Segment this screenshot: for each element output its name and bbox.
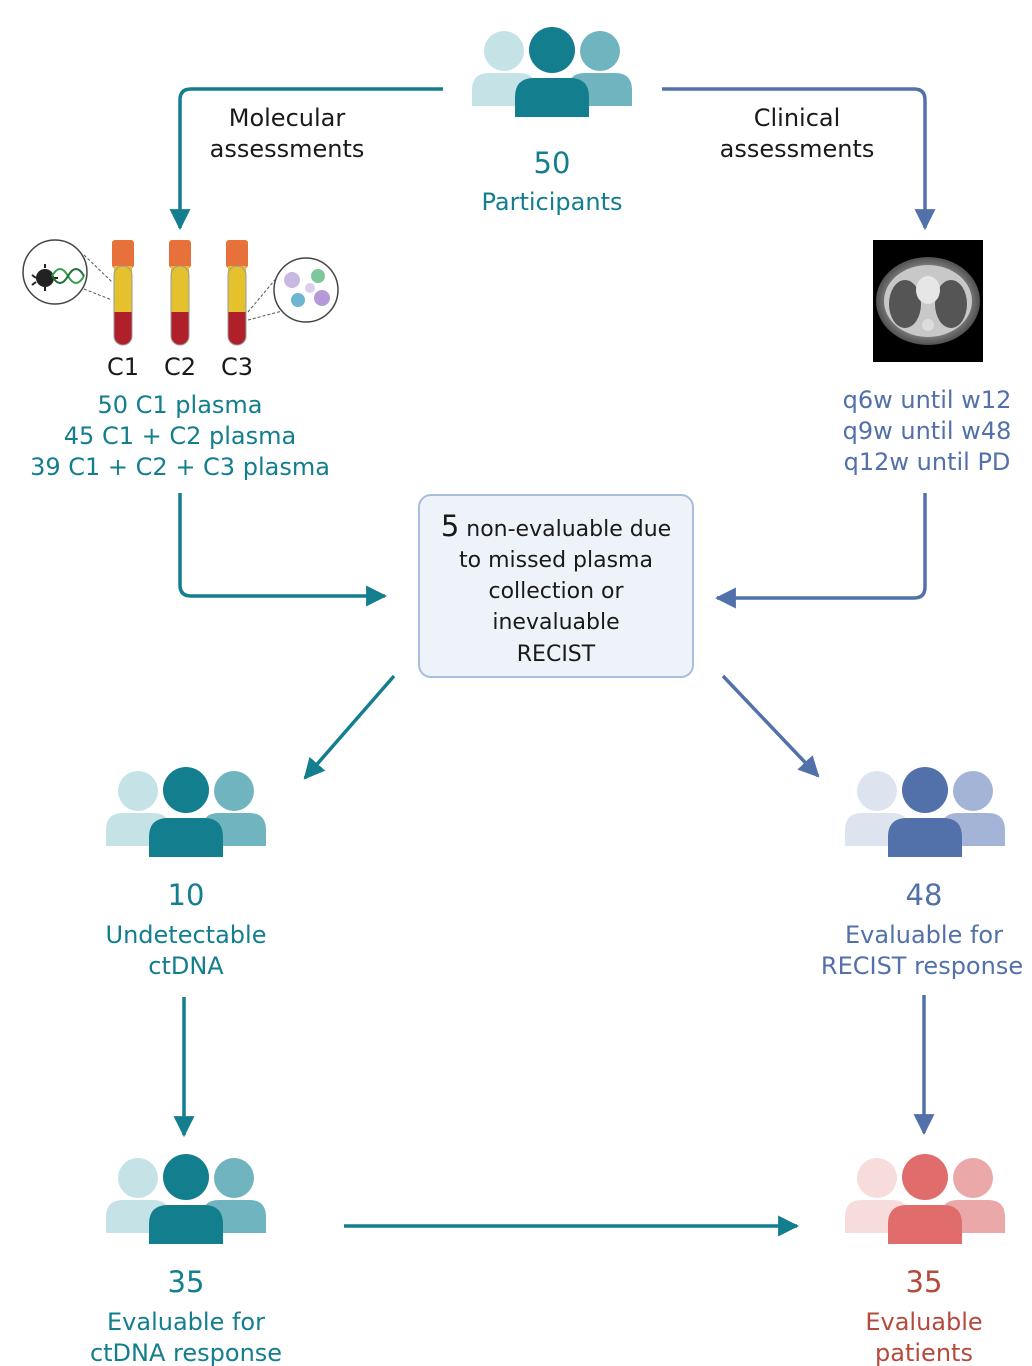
connector-plasma-to-box: [178, 493, 388, 607]
ctdna-line-1: Evaluable for: [107, 1308, 265, 1336]
box-line-1: non-evaluable due: [466, 517, 671, 542]
plasma-line-3: 39 C1 + C2 + C3 plasma: [30, 453, 330, 481]
evaluable-patients-count: 35: [906, 1265, 943, 1299]
undetectable-line-2: ctDNA: [148, 952, 224, 980]
recist-line-1: Evaluable for: [845, 921, 1003, 949]
box-line-4: inevaluable: [492, 610, 619, 635]
plasma-line-2: 45 C1 + C2 plasma: [64, 422, 296, 450]
people-group-icon-top: [472, 27, 632, 117]
participants-count: 50: [534, 146, 571, 180]
clinical-label-line2: assessments: [720, 135, 875, 163]
undetectable-count: 10: [168, 878, 205, 912]
ct-scan-icon: [873, 240, 983, 362]
imaging-line-3: q12w until PD: [844, 448, 1011, 476]
ctdna-count: 35: [168, 1265, 205, 1299]
recist-count: 48: [906, 878, 943, 912]
connector-clinical: [662, 87, 936, 231]
box-line-1-gap: [459, 517, 466, 542]
clinical-label-line1: Clinical: [754, 104, 841, 132]
imaging-line-2: q9w until w48: [843, 417, 1012, 445]
dna-magnifier-icon: [22, 239, 113, 305]
connector-imaging-to-box: [714, 493, 927, 609]
people-group-icon-ctdna: [106, 1154, 266, 1244]
tube-label-c2: C2: [164, 353, 196, 381]
molecular-label-line1: Molecular: [229, 104, 346, 132]
cells-magnifier-icon: [247, 257, 339, 323]
non-evaluable-box: [418, 494, 694, 678]
connector-box-to-left: [303, 674, 396, 780]
evaluable-patients-line-1: Evaluable: [865, 1308, 982, 1336]
tube-c2-icon: [169, 240, 191, 346]
people-group-icon-recist: [845, 767, 1005, 857]
box-line-5: RECIST: [517, 642, 596, 667]
recist-line-2: RECIST response: [821, 952, 1023, 980]
connector-box-to-right: [721, 674, 820, 778]
people-group-icon-evaluable: [845, 1154, 1005, 1244]
box-first-line: 5 non-evaluable due: [441, 509, 671, 543]
plasma-line-1: 50 C1 plasma: [97, 391, 262, 419]
box-line-3: collection or: [488, 579, 624, 604]
molecular-label-line2: assessments: [210, 135, 365, 163]
box-count: 5: [441, 509, 459, 543]
box-line-2: to missed plasma: [459, 548, 653, 573]
evaluable-patients-line-2: patients: [875, 1339, 973, 1366]
people-group-icon-undetectable: [106, 767, 266, 857]
tube-c1-icon: [112, 240, 134, 346]
undetectable-line-1: Undetectable: [106, 921, 267, 949]
participants-label: Participants: [482, 188, 623, 216]
imaging-line-1: q6w until w12: [843, 386, 1012, 414]
tube-label-c1: C1: [107, 353, 139, 381]
blood-tubes: [22, 239, 339, 346]
tube-label-c3: C3: [221, 353, 253, 381]
connector-molecular: [169, 87, 443, 231]
tube-c3-icon: [226, 240, 248, 346]
ctdna-line-2: ctDNA response: [90, 1339, 282, 1366]
